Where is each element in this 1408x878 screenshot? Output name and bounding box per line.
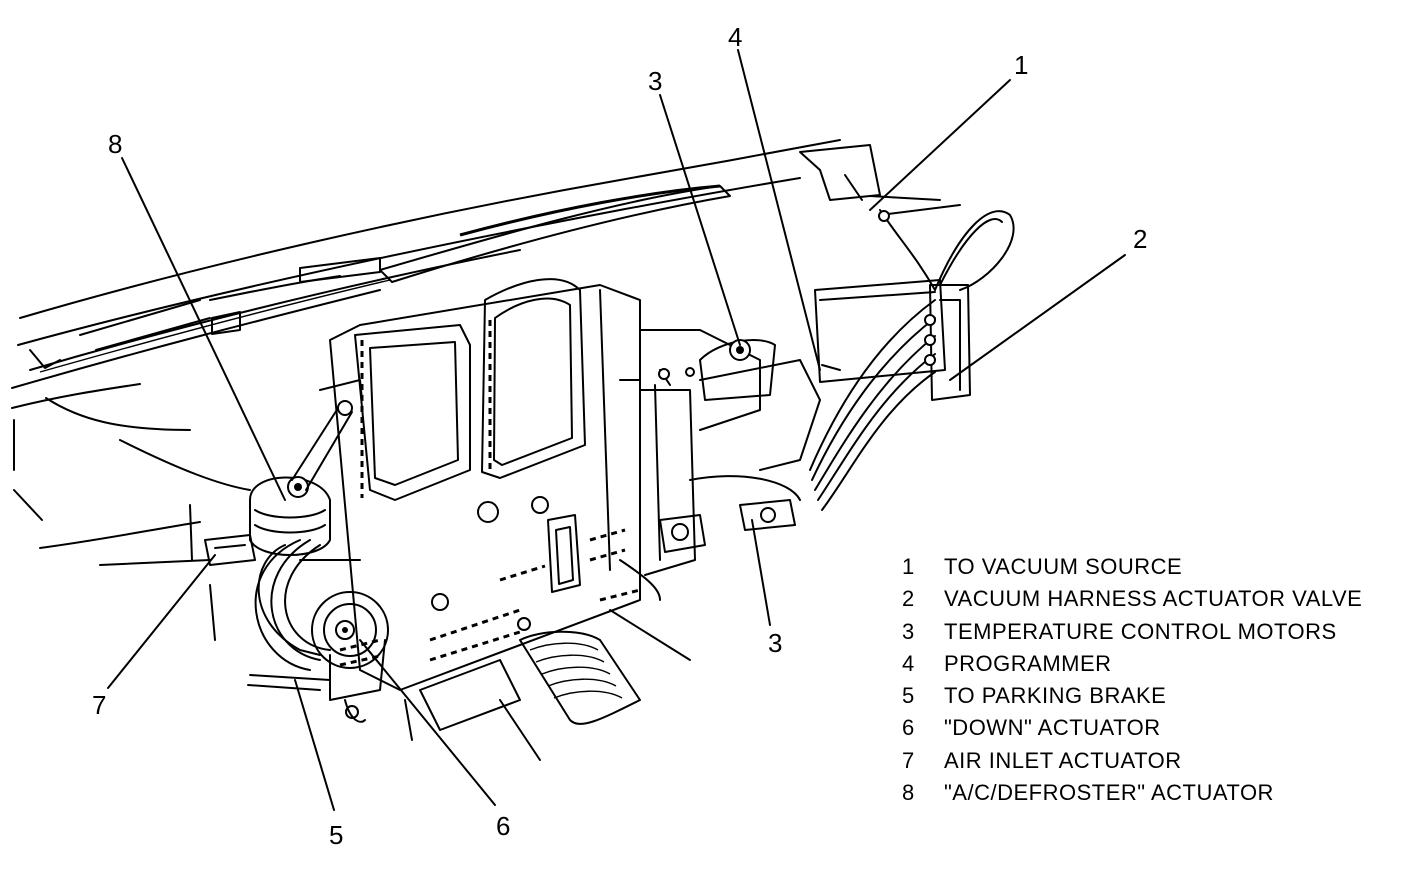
legend-number: 3: [902, 618, 915, 644]
legend-row: 5 TO PARKING BRAKE: [902, 683, 1362, 715]
legend-row: 1 TO VACUUM SOURCE: [902, 554, 1362, 586]
legend-text: "DOWN" ACTUATOR: [944, 715, 1161, 741]
leader-4: [737, 49, 821, 371]
programmer-box: [814, 279, 946, 383]
temperature-motor-top: [658, 339, 776, 401]
leader-6: [359, 639, 496, 806]
legend-row: 2 VACUUM HARNESS ACTUATOR VALVE: [902, 586, 1362, 618]
legend-text: TEMPERATURE CONTROL MOTORS: [944, 618, 1337, 644]
legend-text: "A/C/DEFROSTER" ACTUATOR: [944, 780, 1274, 806]
callout-2: 2: [1133, 224, 1148, 254]
legend-text: VACUUM HARNESS ACTUATOR VALVE: [944, 586, 1363, 612]
legend-number: 5: [902, 683, 915, 709]
legend-number: 1: [902, 554, 915, 579]
legend-text: AIR INLET ACTUATOR: [944, 747, 1182, 773]
legend-text: TO PARKING BRAKE: [944, 683, 1167, 709]
vacuum-hoses: [247, 539, 361, 691]
legend-row: 6 "DOWN" ACTUATOR: [902, 715, 1362, 747]
callout-1: 1: [1014, 50, 1029, 80]
legend-text: PROGRAMMER: [944, 650, 1112, 676]
leader-8: [121, 157, 286, 501]
callout-6: 6: [496, 811, 511, 841]
temperature-motor-lower: [659, 499, 796, 553]
legend-row: 4 PROGRAMMER: [902, 651, 1362, 683]
legend-number: 7: [902, 747, 915, 773]
callout-7: 7: [92, 690, 107, 720]
callout-4: 4: [728, 22, 743, 52]
leader-5: [294, 679, 335, 811]
leader-1: [869, 79, 1011, 211]
dashboard-outline: [11, 139, 961, 641]
legend-row: 7 AIR INLET ACTUATOR: [902, 748, 1362, 780]
leader-3-bottom: [751, 519, 771, 626]
callout-3-bottom: 3: [768, 628, 783, 658]
legend-row: 8 "A/C/DEFROSTER" ACTUATOR: [902, 780, 1362, 812]
callout-3-top: 3: [648, 66, 663, 96]
down-actuator: [311, 591, 389, 723]
legend-number: 4: [902, 650, 915, 676]
leader-3-top: [659, 94, 741, 346]
callout-leaders: [107, 49, 1126, 811]
hvac-housing: [329, 278, 821, 761]
legend-text: TO VACUUM SOURCE: [944, 554, 1183, 579]
callout-8: 8: [108, 129, 123, 159]
callout-5: 5: [329, 820, 344, 850]
air-inlet-actuator: [204, 534, 256, 566]
vacuum-harness: [809, 209, 1015, 511]
legend-number: 2: [902, 586, 915, 612]
legend: 1 TO VACUUM SOURCE 2 VACUUM HARNESS ACTUAT…: [902, 554, 1362, 812]
leader-2: [949, 254, 1126, 381]
leader-7: [107, 554, 216, 689]
legend-number: 6: [902, 715, 915, 741]
legend-number: 8: [902, 780, 915, 806]
legend-row: 3 TEMPERATURE CONTROL MOTORS: [902, 619, 1362, 651]
ac-defroster-actuator: [249, 379, 363, 556]
